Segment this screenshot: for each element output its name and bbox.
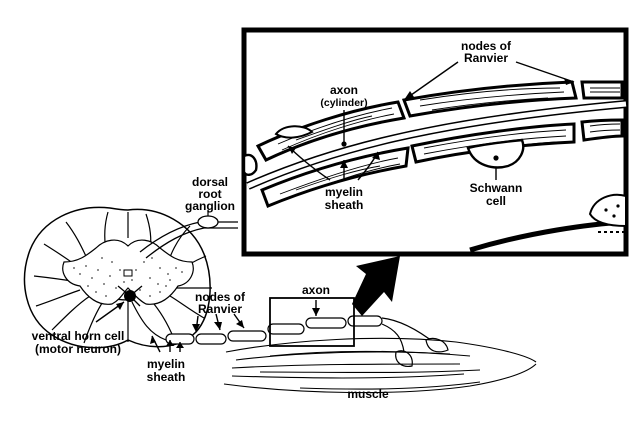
main-arrowheads [116, 302, 320, 348]
gray-matter-stipple [73, 257, 183, 297]
inset-content: nodes of Ranvier axon (cylinder) myelin … [242, 39, 627, 253]
main-myelin-sheath-line1: myelin [147, 357, 185, 371]
inset-nodes-of-ranvier-line2: Ranvier [464, 51, 508, 65]
motor-end-plate-2 [395, 350, 413, 367]
dorsal-root-ganglion-line2: root [198, 187, 221, 201]
gray-matter-butterfly [62, 239, 194, 305]
main-nodes-of-ranvier-line2: Ranvier [198, 302, 242, 316]
arrowhead-myelin-inset-1 [288, 146, 296, 154]
magnify-selection-box [269, 297, 355, 347]
inset-nodes-of-ranvier-line1: nodes of [461, 39, 512, 53]
inset-myelin-sheath-line1: myelin [325, 185, 363, 199]
dorsal-root-ganglion-line1: dorsal [192, 175, 228, 189]
schwann-nucleus-upper [274, 125, 314, 139]
myelin-segment-2 [195, 333, 227, 345]
schwann-cell-label-line1: Schwann [470, 181, 523, 195]
myelin-segment-6 [347, 315, 383, 327]
motor-neuron-dendrites [117, 285, 143, 307]
myelin-segment-3 [227, 330, 267, 342]
schwann-cell-label-line2: cell [486, 194, 506, 208]
motor-end-plate-1 [425, 337, 449, 353]
myelin-segment-4 [267, 323, 305, 335]
inset-myelin-lamellae-lower [279, 123, 621, 201]
motor-axon-nerve [131, 301, 383, 345]
dorsal-root-ganglion-body [197, 215, 219, 229]
arrowhead-nodes-2 [564, 78, 574, 85]
arrowhead-nodes-1 [404, 91, 414, 100]
central-canal [123, 269, 133, 277]
muscle-fibers [223, 337, 537, 394]
myelin-segment-5 [305, 317, 347, 329]
main-nodes-of-ranvier-line1: nodes of [195, 290, 246, 304]
main-axon-label: axon [302, 283, 330, 297]
ventral-horn-cell-line1: ventral horn cell [32, 329, 125, 343]
arrowhead-myelin-inset-2 [340, 160, 348, 168]
main-myelin-sheath-line2: sheath [147, 370, 186, 384]
axon-dot-inset [341, 141, 347, 147]
dorsal-root-ganglion-line3: ganglion [185, 199, 235, 213]
muscle-label: muscle [347, 387, 389, 401]
zoom-arrow [352, 256, 400, 316]
inset-left-fiber [242, 153, 258, 176]
arrowhead-myelin-inset-3 [372, 152, 380, 160]
inset-myelin-lamellae-upper [277, 87, 620, 151]
schwann-cell-body [466, 138, 525, 169]
inset-muscle-fragment [469, 193, 627, 253]
schwann-dot [493, 155, 499, 161]
spinal-cord-cross-section [23, 206, 212, 349]
ventral-horn-cell-line2: (motor neuron) [35, 342, 121, 356]
inset-axon-sub-label: (cylinder) [320, 97, 367, 109]
inset-axon-label: axon [330, 83, 358, 97]
inset-myelin-sheath-line2: sheath [325, 198, 364, 212]
